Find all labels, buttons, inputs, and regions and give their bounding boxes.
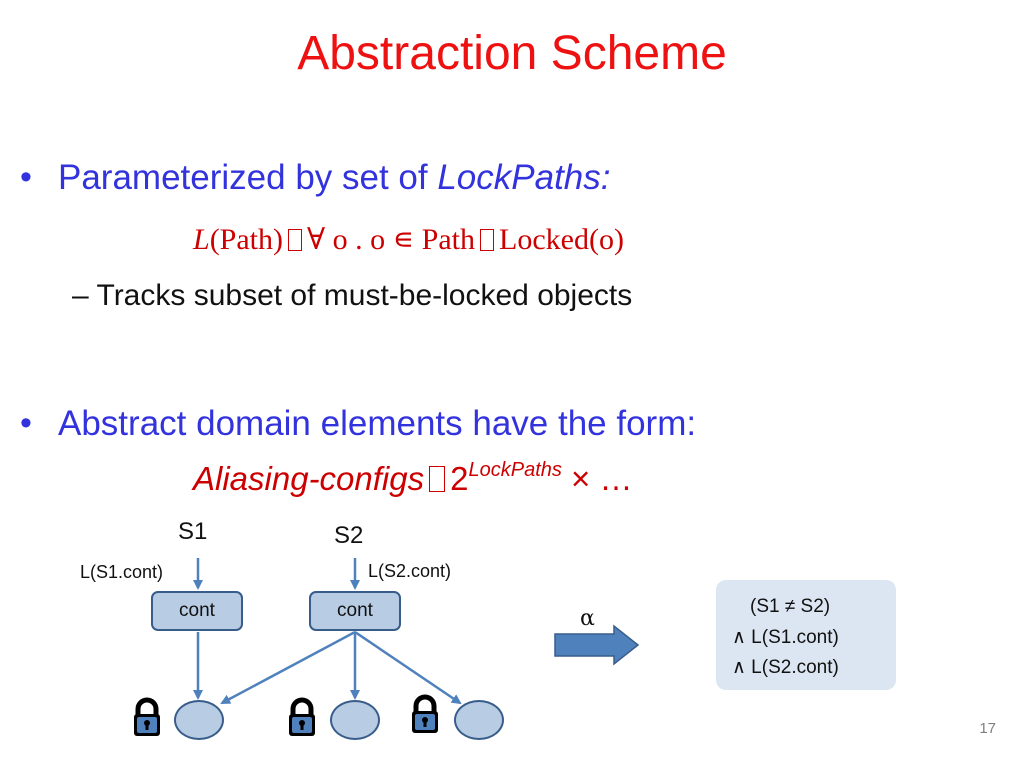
l-s1-cont-label: L(S1.cont) — [80, 562, 164, 582]
missing-glyph-icon — [429, 466, 446, 492]
slide-title: Abstraction Scheme — [297, 27, 727, 80]
alpha-label: α — [580, 606, 595, 631]
lock-icon — [134, 697, 160, 736]
aliasing-term: Aliasing-configs — [193, 460, 425, 497]
l-s2-cont-label: L(S2.cont) — [368, 561, 452, 581]
object-node-1 — [174, 700, 224, 740]
state-line-3: ∧ L(S2.cont) — [732, 657, 839, 678]
lock-icon — [289, 697, 315, 736]
formula-lhs: (Path) — [209, 223, 284, 256]
object-node-2 — [330, 700, 380, 740]
cont-node-s2: cont — [309, 591, 401, 631]
formula-middle: o . o ∊ Path — [332, 223, 475, 256]
s1-label: S1 — [178, 518, 208, 545]
missing-glyph-icon — [288, 229, 303, 251]
aliasing-base: 2 — [450, 460, 469, 497]
abstract-state-box: (S1 ≠ S2) ∧ L(S1.cont) ∧ L(S2.cont) — [716, 580, 896, 690]
formula-rhs: Locked(o) — [499, 223, 624, 256]
state-line-1: (S1 ≠ S2) — [750, 596, 831, 617]
bullet-marker-2: • — [20, 404, 32, 442]
cont2-edge-arrow-3 — [354, 630, 462, 705]
alpha-block-arrow — [554, 624, 640, 666]
formula-L: L — [193, 223, 210, 256]
aliasing-tail: × … — [561, 460, 633, 497]
bullet-marker-1: • — [20, 158, 32, 196]
lockpath-formula: L(Path) ∀ o . o ∊ Path Locked(o) — [193, 222, 624, 257]
bullet-1: Parameterized by set of LockPaths: — [58, 158, 611, 198]
state-line-2: ∧ L(S1.cont) — [732, 627, 839, 648]
bullet-1-text: Parameterized by set of — [58, 158, 438, 197]
cont-node-s1: cont — [151, 591, 243, 631]
aliasing-formula: Aliasing-configs 2LockPaths × … — [193, 459, 633, 498]
formula-forall: ∀ — [307, 223, 326, 256]
s2-label: S2 — [334, 522, 364, 549]
object-node-3 — [454, 700, 504, 740]
page-number: 17 — [979, 720, 996, 737]
cont2-edge-arrow-1 — [220, 630, 356, 705]
missing-glyph-icon — [480, 229, 494, 251]
bullet-1-emphasis: LockPaths: — [437, 158, 611, 197]
lock-icon — [412, 694, 438, 733]
sub-bullet-1: – Tracks subset of must-be-locked object… — [72, 279, 633, 312]
aliasing-superscript: LockPaths — [468, 459, 562, 481]
bullet-2: Abstract domain elements have the form: — [58, 404, 697, 443]
